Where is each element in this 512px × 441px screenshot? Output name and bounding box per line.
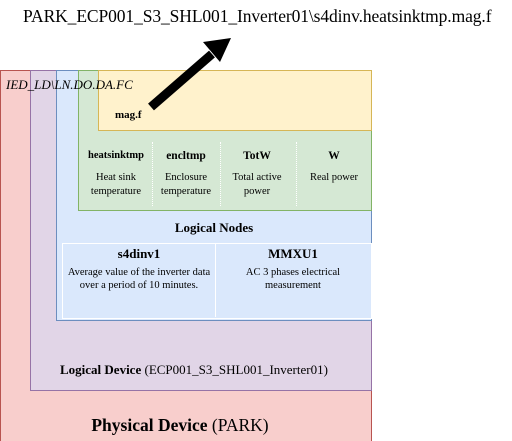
data-object-divider <box>152 142 153 206</box>
data-object-name: heatsinktmp <box>87 150 144 161</box>
data-object-cell: W Real power <box>298 140 370 208</box>
data-attribute-box <box>98 70 372 131</box>
logical-node-name: s4dinv1 <box>117 246 161 261</box>
object-reference-path: PARK_ECP001_S3_SHL001_Inverter01\s4dinv.… <box>23 6 492 26</box>
logical-device-label: Logical Device (ECP001_S3_SHL001_Inverte… <box>60 362 328 378</box>
logical-node-name: MMXU1 <box>268 246 318 261</box>
logical-device-name: (ECP001_S3_SHL001_Inverter01) <box>144 362 328 377</box>
physical-device-title: Physical Device <box>91 415 208 435</box>
data-object-description: Heat sink temperature <box>90 172 142 197</box>
logical-nodes-table <box>62 243 372 319</box>
data-object-name: TotW <box>243 150 271 162</box>
data-object-cell: heatsinktmp Heat sink temperature <box>80 140 152 208</box>
data-object-divider <box>220 142 221 206</box>
data-object-cell: encltmp Enclosure temperature <box>154 140 218 208</box>
logical-node-cell: s4dinv1 Average value of the inverter da… <box>66 243 212 317</box>
logical-node-description: AC 3 phases electrical measurement <box>245 266 341 292</box>
data-object-name: encltmp <box>166 150 206 162</box>
physical-device-label: Physical Device (PARK) <box>0 415 360 436</box>
physical-device-name: (PARK) <box>211 415 269 435</box>
data-object-description: Total active power <box>232 172 282 197</box>
logical-device-title: Logical Device <box>60 362 142 377</box>
logical-nodes-divider <box>215 243 216 317</box>
hierarchy-label: IED_LD\LN.DO.DA.FC <box>6 77 133 92</box>
logical-node-description: Average value of the inverter data over … <box>67 266 211 292</box>
data-object-divider <box>296 142 297 206</box>
logical-nodes-title: Logical Nodes <box>174 220 254 235</box>
data-object-description: Real power <box>309 172 359 183</box>
functional-constraint-label: mag.f <box>115 109 142 121</box>
logical-node-cell: MMXU1 AC 3 phases electrical measurement <box>222 243 364 317</box>
data-object-cell: TotW Total active power <box>222 140 292 208</box>
data-object-description: Enclosure temperature <box>160 172 212 197</box>
data-object-name: W <box>328 150 340 162</box>
